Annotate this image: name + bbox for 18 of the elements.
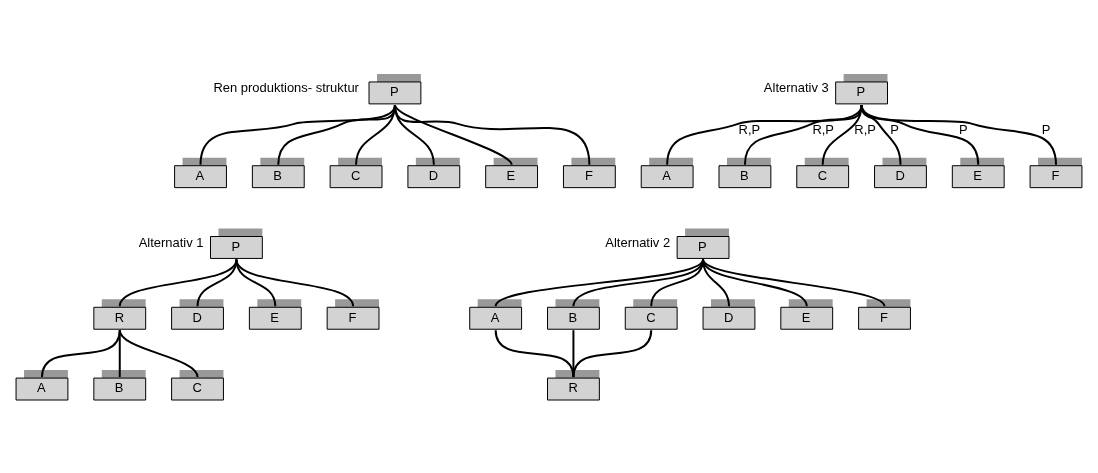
connector <box>494 328 575 378</box>
connector <box>702 257 886 307</box>
edge-label: R,P <box>812 121 834 137</box>
connector <box>235 257 277 307</box>
node-label: Alternativ 2 <box>605 234 671 250</box>
node-label: Ren produktions- struktur <box>213 79 359 95</box>
edge-label: P <box>890 121 899 137</box>
edge-label: P <box>1041 121 1051 137</box>
node-label: Alternativ 3 <box>763 79 829 95</box>
edge-label: R,P <box>854 121 876 137</box>
connector <box>572 328 575 378</box>
connector <box>572 328 653 378</box>
connector <box>821 103 863 166</box>
edge-label: P <box>958 121 968 137</box>
node-label: Alternativ 1 <box>138 234 204 250</box>
connector <box>118 328 199 378</box>
edge-label: R,P <box>738 121 761 137</box>
connector <box>235 257 355 307</box>
